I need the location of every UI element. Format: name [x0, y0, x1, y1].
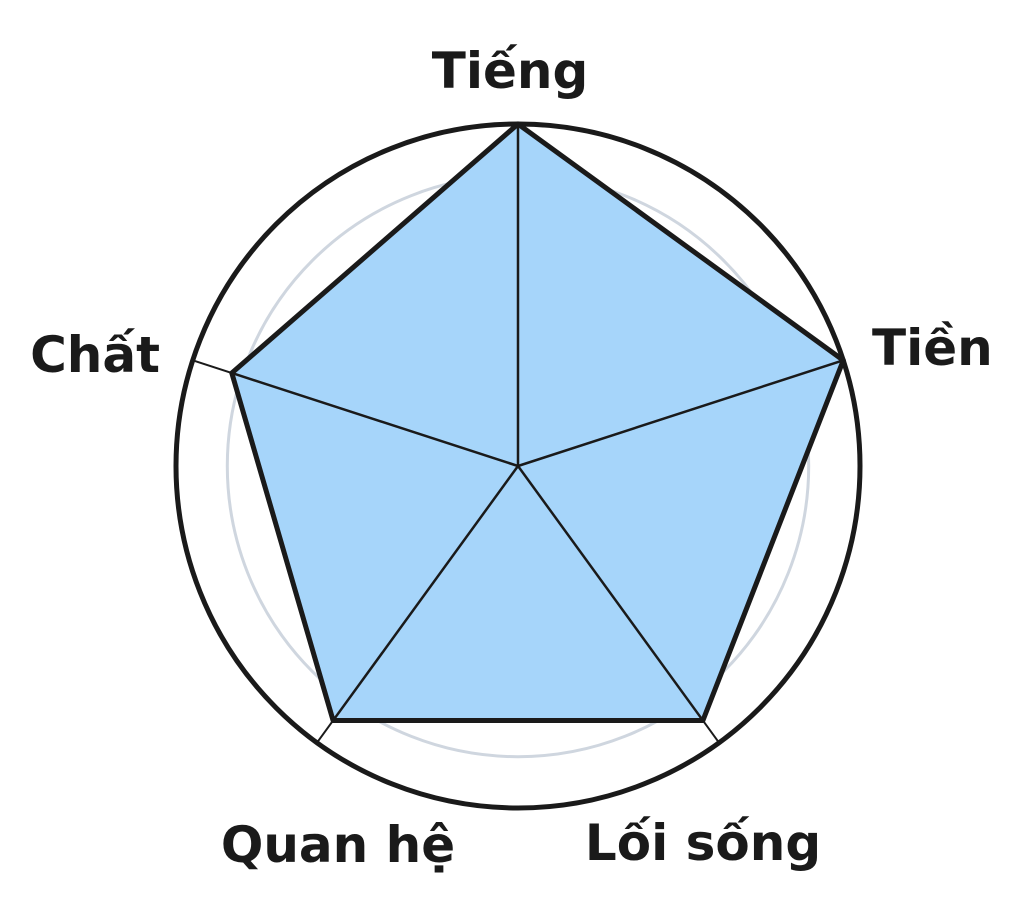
- axis-label-quan-he: Quan hệ: [221, 816, 455, 874]
- axis-label-tien: Tiền: [872, 319, 993, 377]
- data-polygon: [229, 121, 846, 723]
- spoke-4: [231, 371, 519, 468]
- spoke-layer: [231, 124, 844, 722]
- spoke-2: [516, 465, 704, 722]
- axis-label-loi-song: Lối sống: [585, 814, 821, 872]
- spoke-3: [332, 465, 520, 722]
- axis-label-tieng: Tiếng: [432, 42, 589, 100]
- axis-label-chat: Chất: [30, 326, 160, 384]
- spoke-1: [517, 359, 844, 468]
- shape-layer: [229, 121, 846, 723]
